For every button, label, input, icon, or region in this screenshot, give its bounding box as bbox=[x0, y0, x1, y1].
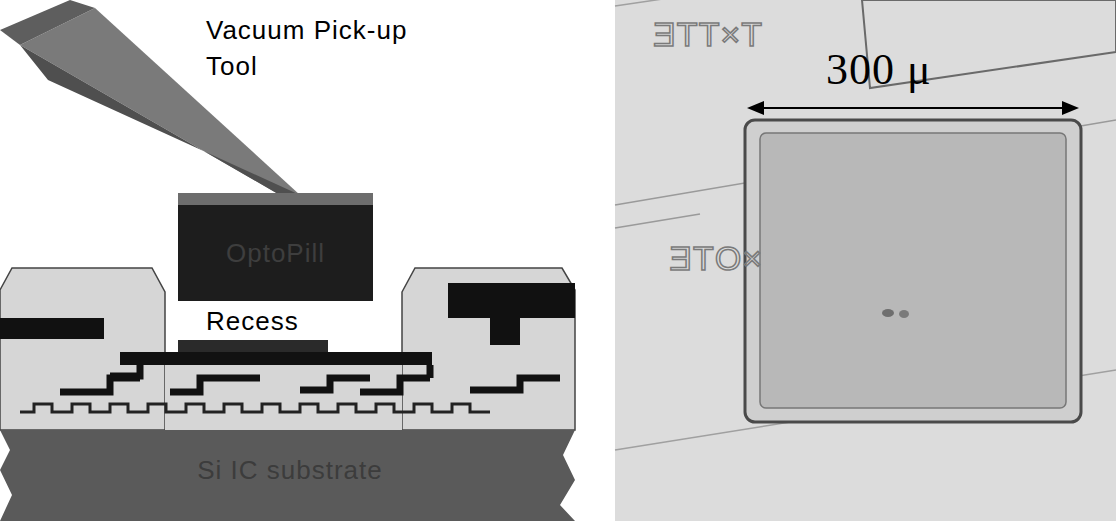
chip-marking: T×TTE bbox=[622, 14, 762, 54]
pickup-tool bbox=[0, 0, 95, 45]
arrow-head bbox=[1062, 101, 1079, 115]
recess-floor bbox=[760, 133, 1066, 408]
metal bbox=[448, 283, 575, 345]
metal bbox=[0, 318, 104, 339]
wafer-line bbox=[615, 0, 860, 6]
contact-pad bbox=[178, 340, 328, 353]
dimension-label: 300 μ bbox=[826, 44, 1026, 96]
recess-label: Recess bbox=[206, 306, 366, 336]
metal bbox=[120, 352, 432, 365]
particle bbox=[899, 310, 909, 318]
cross-section bbox=[0, 0, 575, 521]
substrate-label-area: Si IC substrate bbox=[40, 440, 540, 500]
node-text: Si IC substrate bbox=[197, 455, 383, 486]
dielectric-pillar bbox=[0, 268, 165, 430]
transistor-layer bbox=[20, 404, 490, 412]
chip-marking: ×OTE bbox=[622, 238, 762, 278]
dimension-line bbox=[752, 107, 1074, 109]
micrograph bbox=[615, 0, 1116, 521]
interconnect bbox=[60, 365, 560, 392]
dielectric-pillar bbox=[402, 268, 575, 430]
substrate-shape bbox=[0, 430, 575, 521]
wafer-line bbox=[615, 214, 700, 228]
particle bbox=[882, 309, 894, 317]
tool-label: Vacuum Pick-up Tool bbox=[206, 12, 456, 84]
optopill-block: OptoPill bbox=[178, 193, 373, 301]
photo-background bbox=[615, 0, 1116, 521]
recess-outline bbox=[745, 120, 1081, 422]
node-text: OptoPill bbox=[226, 238, 325, 269]
arrow-head bbox=[747, 101, 764, 115]
pickup-tool bbox=[20, 45, 300, 198]
